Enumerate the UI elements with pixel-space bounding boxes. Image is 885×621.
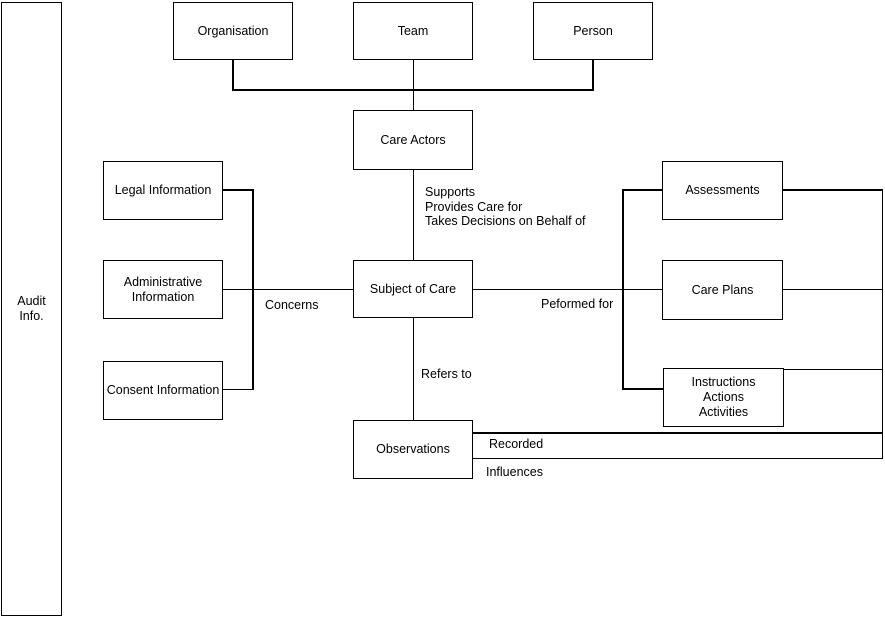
edge-right-bus: [881, 189, 883, 459]
edge-label-refers-to: Refers to: [421, 367, 472, 381]
node-legal-information: Legal Information: [103, 161, 223, 220]
node-care-plans: Care Plans: [662, 260, 783, 320]
node-audit-info: Audit Info.: [1, 2, 62, 616]
edge-consent-to-left-bus: [223, 388, 254, 390]
edge-instructions-to-right-bus: [784, 368, 883, 370]
node-team: Team: [353, 2, 473, 60]
edge-care-plans-to-right-bus: [783, 288, 883, 290]
node-subject-of-care: Subject of Care: [353, 260, 473, 318]
edge-care-actors-to-subject-of-care: [412, 170, 414, 260]
edge-refers-to: [412, 318, 414, 420]
edge-concerns: [223, 288, 353, 290]
edge-label-supports-provides-takes: Supports Provides Care for Takes Decisio…: [425, 185, 586, 229]
edge-label-influences: Influences: [486, 465, 543, 479]
edge-label-performed-for: Peformed for: [541, 297, 614, 311]
edge-bus-to-instructions: [622, 388, 663, 390]
edge-recorded: [473, 432, 883, 434]
node-organisation: Organisation: [173, 2, 293, 60]
edge-bus-to-assessments: [622, 189, 662, 191]
edge-label-recorded: Recorded: [489, 437, 544, 451]
edge-right-left-bus: [622, 189, 624, 390]
edge-label-concerns: Concerns: [265, 298, 319, 312]
node-assessments: Assessments: [662, 161, 783, 220]
edge-organisation-stub: [232, 60, 234, 90]
edge-legal-to-left-bus: [223, 189, 253, 191]
edge-person-stub: [592, 60, 594, 91]
edge-assessments-to-right-bus: [783, 189, 883, 191]
edge-team-to-care-actors: [412, 60, 414, 110]
node-person: Person: [533, 2, 653, 60]
node-observations: Observations: [353, 420, 473, 479]
edge-influences: [473, 457, 883, 459]
edge-performed-for: [473, 288, 662, 290]
node-consent-information: Consent Information: [103, 361, 223, 420]
node-care-actors: Care Actors: [353, 110, 473, 170]
node-administrative-information: Administrative Information: [103, 260, 223, 319]
node-instructions-actions-activities: Instructions Actions Activities: [663, 368, 784, 427]
